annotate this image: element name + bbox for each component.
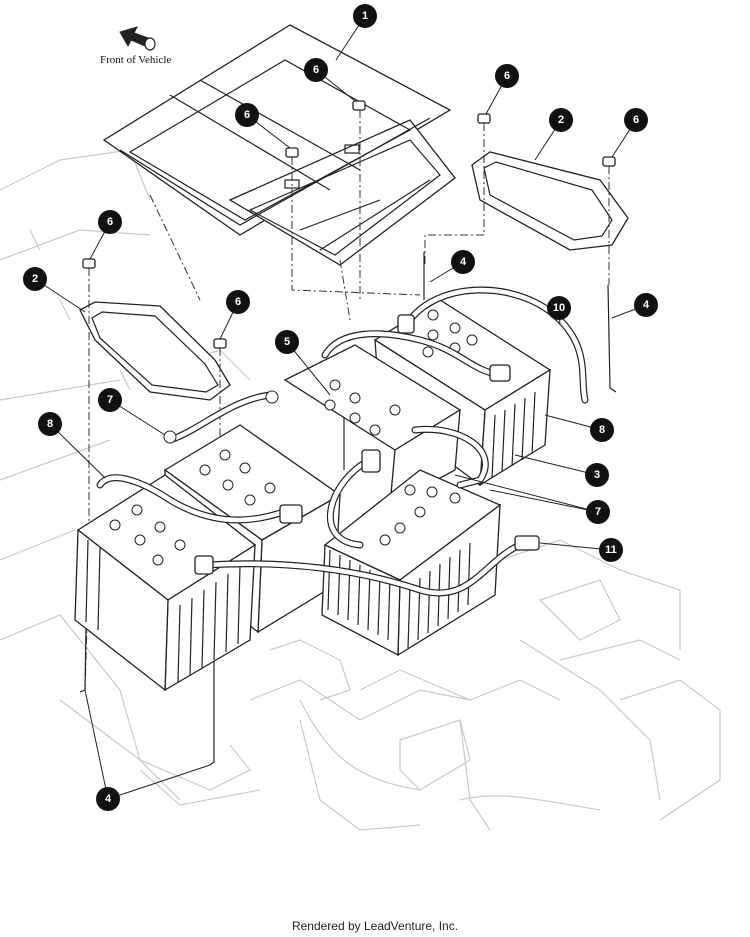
- svg-text:4: 4: [105, 793, 112, 805]
- svg-text:6: 6: [504, 70, 510, 82]
- svg-text:5: 5: [284, 336, 290, 348]
- callout-6: 6: [235, 103, 259, 127]
- callout-6: 6: [98, 210, 122, 234]
- vehicle-frame: [0, 149, 721, 831]
- callout-4: 4: [451, 250, 475, 274]
- svg-text:2: 2: [558, 114, 564, 126]
- svg-text:7: 7: [595, 506, 601, 518]
- svg-text:8: 8: [47, 418, 53, 430]
- callout-6: 6: [495, 64, 519, 88]
- front-of-vehicle-arrow-icon: [119, 26, 156, 51]
- svg-text:7: 7: [107, 394, 113, 406]
- svg-text:6: 6: [313, 64, 319, 76]
- svg-text:8: 8: [599, 424, 605, 436]
- callout-3: 3: [585, 463, 609, 487]
- callout-1: 1: [353, 4, 377, 28]
- svg-text:6: 6: [235, 296, 241, 308]
- callout-7: 7: [586, 500, 610, 524]
- svg-text:4: 4: [643, 299, 650, 311]
- battery-cables: [96, 286, 589, 597]
- svg-text:3: 3: [594, 469, 600, 481]
- callout-4: 4: [634, 293, 658, 317]
- front-of-vehicle-label: Front of Vehicle: [100, 54, 172, 66]
- callout-6: 6: [226, 290, 250, 314]
- callout-11: 11: [599, 538, 623, 562]
- nut-icon: [285, 147, 299, 158]
- callout-4: 4: [96, 787, 120, 811]
- nut-icon: [213, 338, 227, 349]
- nut-icon: [477, 113, 491, 124]
- nut-icon: [82, 258, 96, 269]
- hold-down-bracket-right: [471, 151, 629, 251]
- hold-down-bracket-left: [79, 301, 231, 401]
- svg-text:6: 6: [107, 216, 113, 228]
- callout-6: 6: [624, 108, 648, 132]
- svg-text:1: 1: [362, 10, 368, 22]
- callout-7: 7: [98, 388, 122, 412]
- svg-text:6: 6: [244, 109, 250, 121]
- svg-text:11: 11: [605, 544, 617, 556]
- svg-text:10: 10: [553, 302, 565, 314]
- callout-5: 5: [275, 330, 299, 354]
- callout-8: 8: [590, 418, 614, 442]
- callout-8: 8: [38, 412, 62, 436]
- footer-credit: Rendered by LeadVenture, Inc.: [291, 919, 459, 933]
- battery-front-right: [321, 469, 502, 657]
- svg-text:2: 2: [32, 273, 38, 285]
- nut-icon: [352, 100, 366, 111]
- battery-cover-plates: [102, 24, 456, 266]
- callout-2: 2: [23, 267, 47, 291]
- svg-text:6: 6: [633, 114, 639, 126]
- hex-nuts: [82, 100, 616, 349]
- svg-text:4: 4: [460, 256, 467, 268]
- nut-icon: [602, 156, 616, 167]
- callout-2: 2: [549, 108, 573, 132]
- callout-10: 10: [547, 296, 571, 320]
- callout-6: 6: [304, 58, 328, 82]
